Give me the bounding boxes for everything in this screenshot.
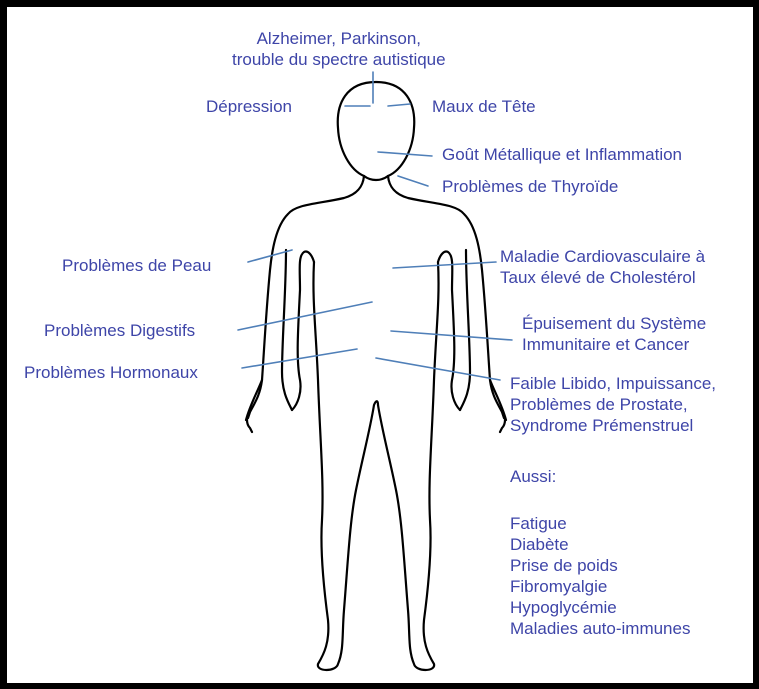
label-libido-line1: Faible Libido, Impuissance, (510, 373, 716, 394)
label-libido-line2: Problèmes de Prostate, (510, 394, 716, 415)
list-item: Hypoglycémie (510, 597, 690, 618)
label-cardio-line2: Taux élevé de Cholestérol (500, 267, 705, 288)
leader-hormonal (242, 349, 357, 368)
also-heading: Aussi: (510, 466, 556, 487)
label-metallic-taste: Goût Métallique et Inflammation (442, 144, 682, 165)
label-brain: Alzheimer, Parkinson, trouble du spectre… (232, 28, 446, 70)
label-immune: Épuisement du Système Immunitaire et Can… (522, 313, 706, 355)
leader-metallic (378, 152, 432, 156)
leader-digestive (238, 302, 372, 330)
leader-immune (391, 331, 512, 340)
body-right-outline (378, 176, 505, 670)
leader-libido (376, 358, 500, 380)
body-left-outline (247, 176, 378, 670)
left-arm-outline (246, 380, 262, 420)
label-cardio-line1: Maladie Cardiovasculaire à (500, 246, 705, 267)
label-digestive: Problèmes Digestifs (44, 320, 195, 341)
list-item: Prise de poids (510, 555, 690, 576)
label-brain-line1: Alzheimer, Parkinson, (232, 28, 446, 49)
label-cardio: Maladie Cardiovasculaire à Taux élevé de… (500, 246, 705, 288)
label-thyroid: Problèmes de Thyroïde (442, 176, 618, 197)
label-brain-line2: trouble du spectre autistique (232, 49, 446, 70)
label-depression: Dépression (206, 96, 292, 117)
list-item: Maladies auto-immunes (510, 618, 690, 639)
list-item: Fibromyalgie (510, 576, 690, 597)
also-list: Fatigue Diabète Prise de poids Fibromyal… (510, 513, 690, 639)
right-arm-outline (490, 380, 506, 420)
list-item: Fatigue (510, 513, 690, 534)
list-item: Diabète (510, 534, 690, 555)
label-immune-line1: Épuisement du Système (522, 313, 706, 334)
left-inner-arm (292, 252, 314, 410)
label-libido: Faible Libido, Impuissance, Problèmes de… (510, 373, 716, 436)
label-headache: Maux de Tête (432, 96, 536, 117)
label-immune-line2: Immunitaire et Cancer (522, 334, 706, 355)
label-hormonal: Problèmes Hormonaux (24, 362, 198, 383)
right-inner-arm (438, 252, 460, 410)
leader-headache (388, 104, 410, 106)
label-skin: Problèmes de Peau (62, 255, 211, 276)
leader-thyroid (398, 176, 428, 186)
head-outline (338, 82, 414, 180)
label-libido-line3: Syndrome Prémenstruel (510, 415, 716, 436)
